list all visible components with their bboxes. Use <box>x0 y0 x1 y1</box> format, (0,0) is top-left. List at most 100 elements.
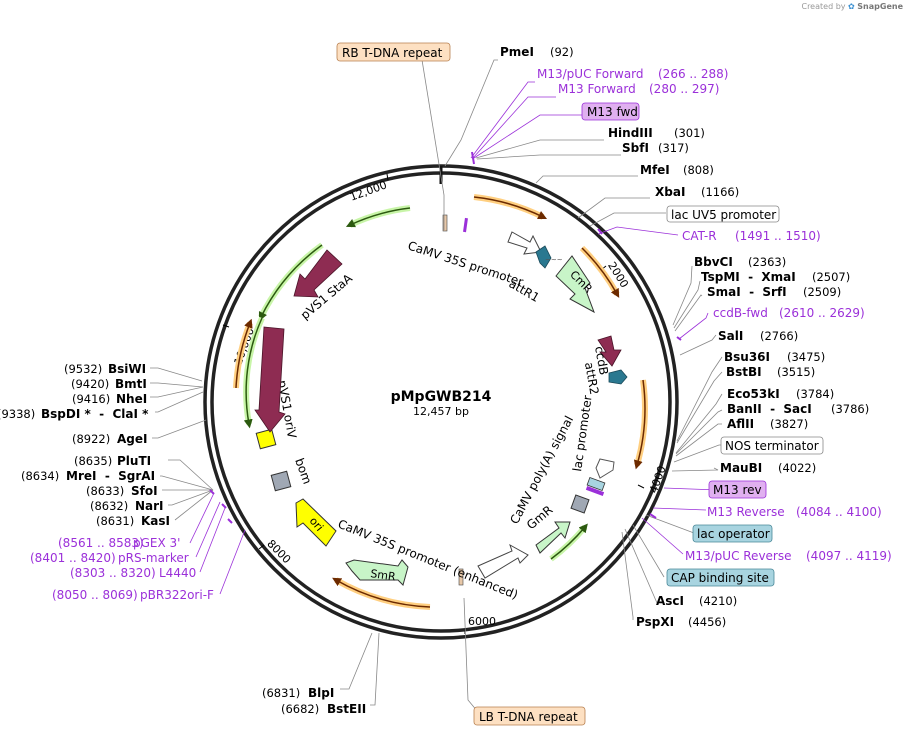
site-blpi-pos: (6831) <box>262 686 300 700</box>
primer-pbr322-pos: (8050 .. 8069) <box>52 588 138 602</box>
primer-m13puc-rev-pos: (4097 .. 4119) <box>806 549 892 563</box>
lacuv5-box: lac UV5 promoter <box>666 205 780 223</box>
snapgene-logo-icon: ✿ <box>848 2 855 11</box>
primer-ticks <box>209 151 682 524</box>
right-primer-labels: M13/pUC Forward (266 .. 288) M13 Forward… <box>537 67 892 563</box>
site-sbfi-pos: (317) <box>658 141 689 155</box>
orf-arc-right-line <box>633 379 646 470</box>
primer-m13-rev-pos: (4084 .. 4100) <box>796 505 882 519</box>
rb-repeat-box: RB T-DNA repeat <box>336 42 451 62</box>
site-mfei: MfeI <box>640 163 670 177</box>
tick-mark-12000 <box>386 173 389 181</box>
primer-cat-r: CAT-R <box>682 229 717 243</box>
site-xbai: XbaI <box>655 185 685 199</box>
pvs1-staa-arrow <box>293 249 343 298</box>
site-pspxi: PspXI <box>636 615 674 629</box>
site-kasi-pos: (8631) <box>96 514 134 528</box>
site-asci: AscI <box>656 594 684 608</box>
site-nari: NarI <box>135 499 164 513</box>
site-asci-pos: (4210) <box>699 594 737 608</box>
primer-pgex3-pos: (8561 .. 8583) <box>58 536 144 550</box>
attr1-gate-glyph: ~~~ <box>545 256 563 264</box>
cmr-marker-arrow <box>555 255 595 314</box>
site-pmei: PmeI <box>500 45 534 59</box>
orf-arc-left-line <box>235 318 253 389</box>
site-tspmi-xmai: TspMI - XmaI <box>701 270 796 284</box>
ccdb-arrow <box>597 335 622 367</box>
orf-arc-ccdb-region-line <box>473 196 548 220</box>
credit-prefix: Created by <box>801 2 846 11</box>
site-sbfi: SbfI <box>622 141 649 155</box>
ccdb-label: ccdB <box>592 345 611 376</box>
primer-mark-m13fwd <box>463 217 468 233</box>
site-mrei: MreI - SgrAI <box>66 469 155 483</box>
orf-arc-bottom <box>334 577 431 610</box>
site-nhei-pos: (9416) <box>72 392 110 406</box>
rb-repeat-label: RB T-DNA repeat <box>342 46 443 60</box>
green-arcs <box>243 205 588 562</box>
tick-mark-4000 <box>637 484 645 489</box>
site-eco53ki: Eco53kI <box>727 387 780 401</box>
site-agei-pos: (8922) <box>72 432 110 446</box>
tick-mark-8000 <box>258 544 265 550</box>
site-bsu36i-pos: (3475) <box>787 350 825 364</box>
camv35s-enh-arrow <box>477 543 529 579</box>
site-sfoi-pos: (8633) <box>86 484 124 498</box>
tick-mark-10000 <box>222 324 230 328</box>
plasmid-size: 12,457 bp <box>413 405 469 418</box>
plasmid-name: pMpGWB214 <box>391 389 492 405</box>
cap-site-box: CAP binding site <box>666 568 775 587</box>
lacuv5-label: lac UV5 promoter <box>671 208 776 222</box>
primer-m13-fwd-pos: (280 .. 297) <box>649 82 719 96</box>
primer-m13-fwd: M13 Forward <box>558 82 636 96</box>
site-pmei-pos: (92) <box>550 45 574 59</box>
pvs1-repa-label: pVS1 RepA <box>293 318 311 380</box>
lac-promoter-label: lac promoter <box>570 394 595 472</box>
primer-prs-marker: pRS-marker <box>118 551 189 565</box>
nos-label: NOS terminator <box>725 439 819 453</box>
site-sfoi: SfoI <box>131 484 158 498</box>
green-arc-left2-line <box>243 317 263 429</box>
site-blpi: BlpI <box>308 686 334 700</box>
lb-repeat-mark <box>458 568 464 586</box>
m13rev-mark <box>585 486 605 496</box>
m13-fwd-box: M13 fwd <box>581 102 640 121</box>
primer-l4440-pos: (8303 .. 8320) <box>70 566 156 580</box>
site-hindiii-pos: (301) <box>674 126 705 140</box>
site-sali: SalI <box>718 329 743 343</box>
pvs1-repa-arrow <box>254 326 286 433</box>
site-aflii: AflII <box>727 417 754 431</box>
primer-cat-r-pos: (1491 .. 1510) <box>735 229 821 243</box>
green-arc-top <box>348 205 411 228</box>
primer-m13puc-fwd-pos: (266 .. 288) <box>658 67 728 81</box>
site-mfei-pos: (808) <box>683 163 714 177</box>
site-xbai-pos: (1166) <box>701 185 739 199</box>
attr1-label: attR1 <box>507 276 542 304</box>
right-site-labels: PmeI (92) HindIII (301) SbfI (317) MfeI … <box>500 45 869 629</box>
left-primer-labels: (8561 .. 8583) pGEX 3' (8401 .. 8420) pR… <box>30 536 214 602</box>
site-aflii-pos: (3827) <box>770 417 808 431</box>
primer-ccdb-fwd-pos: (2610 .. 2629) <box>779 306 865 320</box>
site-tspmi-xmai-pos: (2507) <box>812 270 850 284</box>
site-banii-saci-pos: (3786) <box>831 402 869 416</box>
ori-arrow <box>295 498 337 547</box>
site-bsiwi: BsiWI <box>108 362 146 376</box>
primer-m13-rev: M13 Reverse <box>707 505 785 519</box>
site-mrei-pos: (8634) <box>21 469 59 483</box>
site-bmti: BmtI <box>115 377 147 391</box>
site-bbvci-pos: (2363) <box>748 255 786 269</box>
primer-prs-marker-pos: (8401 .. 8420) <box>30 551 116 565</box>
site-bsteii-pos: (6682) <box>281 702 319 716</box>
site-claI: BspDI * - ClaI * <box>41 407 149 421</box>
site-maubi: MauBI <box>720 461 762 475</box>
rb-repeat-mark <box>442 214 448 232</box>
site-bmti-pos: (9420) <box>71 377 109 391</box>
orf-arc-ccdb-region <box>473 194 545 220</box>
pvs1-oriv-box <box>255 428 277 450</box>
left-site-labels: (9532) BsiWI (9420) BmtI (9416) NheI (93… <box>0 362 366 716</box>
lac-operator-box: lac operator <box>692 524 773 543</box>
gmr-marker-arrow <box>535 521 571 554</box>
site-nhei: NheI <box>116 392 147 406</box>
primer-ccdb-fwd: ccdB-fwd <box>713 306 768 320</box>
